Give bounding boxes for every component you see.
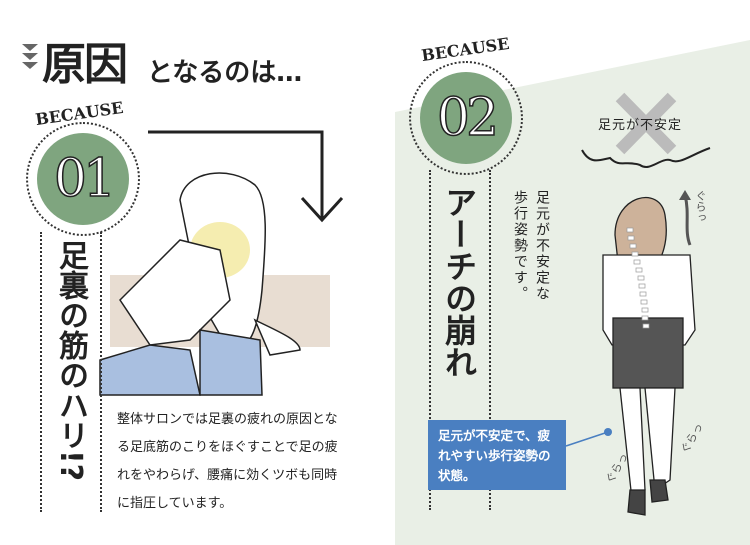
cause1-title: 足裏の筋のハリ!?: [53, 240, 88, 482]
triangle-icon: [22, 53, 38, 60]
foot-massage-illustration: [99, 172, 301, 396]
cause2-title: アーチの崩れ: [440, 186, 478, 378]
heading-main: 原因: [42, 39, 128, 90]
unstable-label: 足元が不安定: [598, 118, 683, 133]
heading-sub: となるのは…: [147, 58, 303, 88]
callout-line: [565, 431, 609, 447]
cause1-body: 整体サロンでは足裏の疲れの原因となる足底筋のこりをほぐすことで足の疲れをやわらげ…: [117, 412, 338, 511]
cause2-note-line2: 歩行姿勢です。: [512, 190, 528, 302]
dotted-ring: [26, 122, 140, 236]
dotted-divider: [429, 170, 431, 510]
cause2-note-line1: 足元が不安定な: [534, 190, 550, 302]
callout-box: 足元が不安定で、疲れやすい歩行姿勢の状態。: [428, 420, 566, 490]
callout-dot: [604, 428, 612, 436]
dotted-divider: [40, 232, 42, 512]
sway-arrowhead-icon: [679, 190, 691, 200]
dotted-divider: [100, 232, 102, 512]
arrow-line: [148, 130, 324, 218]
number-badge-2: 02: [420, 72, 512, 164]
cross-icon: [615, 92, 677, 155]
unstable-wave: [581, 147, 711, 168]
triangle-icon: [22, 44, 38, 51]
dotted-divider: [489, 170, 491, 510]
arrow-down-icon: [300, 196, 344, 223]
spine-marks: [626, 227, 650, 329]
sway-label: ぐらっ: [694, 190, 707, 223]
dotted-ring: [409, 61, 523, 175]
woman-illustration: [602, 197, 696, 516]
triangle-icon: [22, 62, 38, 69]
number-badge-1: 01: [37, 133, 129, 225]
